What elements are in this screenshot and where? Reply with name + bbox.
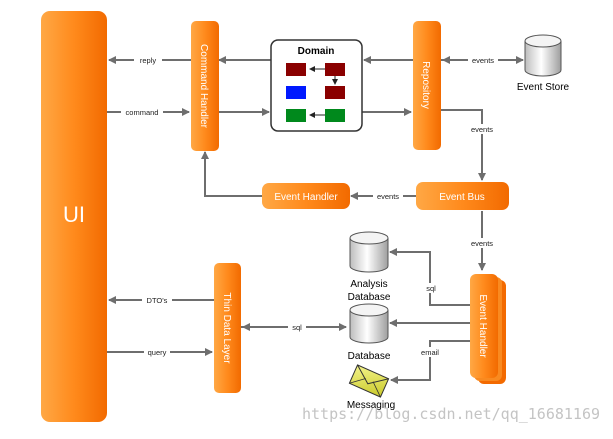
command-handler-block: Command Handler <box>191 21 219 151</box>
event-store: Event Store <box>517 34 570 93</box>
events-repo-store-label: events <box>472 56 494 65</box>
event-handler-top-block: Event Handler <box>262 183 350 209</box>
analysis-database-label-1: Analysis <box>350 279 387 290</box>
domain-title: Domain <box>298 46 335 57</box>
thin-data-layer-block: Thin Data Layer <box>214 263 241 393</box>
messaging: Messaging <box>347 364 395 411</box>
domain-entity-green-2 <box>325 109 345 122</box>
events-bus-right-label: events <box>471 239 493 248</box>
sql-right-label: sql <box>426 284 436 293</box>
ui-label: UI <box>63 202 85 227</box>
domain-entity-blue <box>286 86 306 99</box>
email-label: email <box>421 348 439 357</box>
query-label: query <box>148 348 167 357</box>
command-label: command <box>126 108 159 117</box>
envelope-icon <box>348 364 390 398</box>
domain-entity-red-2 <box>325 63 345 76</box>
event-handler-top-label: Event Handler <box>274 192 338 203</box>
domain-block: Domain <box>270 39 363 132</box>
sql-analysis-arrow <box>389 248 470 306</box>
watermark: https://blog.csdn.net/qq_16681169 <box>302 405 600 423</box>
thin-data-layer-label: Thin Data Layer <box>221 292 232 364</box>
event-bus-block: Event Bus <box>416 182 509 210</box>
command-handler-label: Command Handler <box>198 44 209 129</box>
domain-entity-red-3 <box>325 86 345 99</box>
handler-to-command-arrow <box>201 151 262 197</box>
email-arrow <box>390 340 470 384</box>
domain-entity-red-1 <box>286 63 306 76</box>
repository-block: Repository <box>413 21 441 150</box>
analysis-database-label-2: Database <box>348 292 391 303</box>
repo-to-bus-arrow <box>441 109 486 181</box>
repository-label: Repository <box>420 61 431 109</box>
analysis-database: Analysis Database <box>348 231 391 303</box>
event-store-label: Event Store <box>517 82 570 93</box>
event-handler-right-block: Event Handler <box>470 274 506 384</box>
ui-block: UI <box>41 11 107 422</box>
event-bus-label: Event Bus <box>439 192 485 203</box>
database-label: Database <box>348 351 391 362</box>
domain-entity-green-1 <box>286 109 306 122</box>
dtos-label: DTO's <box>147 296 168 305</box>
database: Database <box>348 303 391 362</box>
messaging-label: Messaging <box>347 400 395 411</box>
events-bus-handler-label: events <box>377 192 399 201</box>
events-repo-bus-label: events <box>471 125 493 134</box>
sql-left-label: sql <box>292 323 302 332</box>
event-handler-right-label: Event Handler <box>477 294 488 358</box>
edge-labels: reply command events events events event… <box>121 55 498 357</box>
reply-label: reply <box>140 56 157 65</box>
